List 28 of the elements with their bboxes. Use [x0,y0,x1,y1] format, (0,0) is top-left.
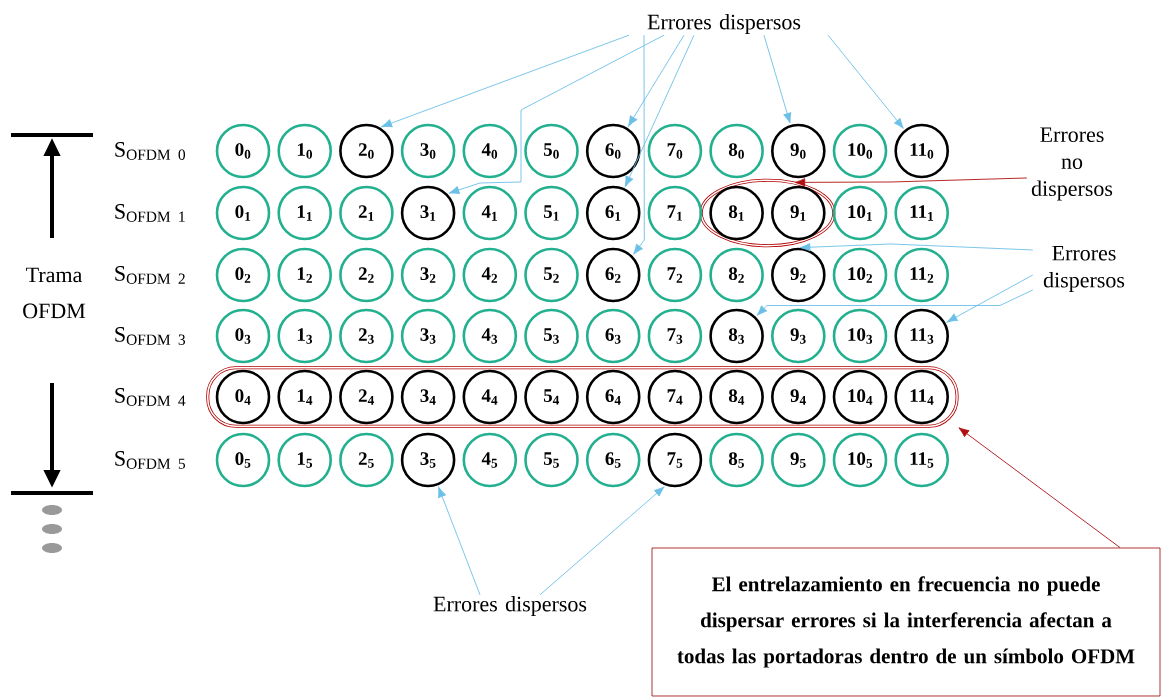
arrow [946,274,1034,323]
annotation-text: Errores no dispersos [1031,127,1113,201]
arrow [381,34,630,128]
highlight-ellipse [699,178,836,248]
arrow [438,486,481,596]
arrow [794,177,1028,187]
annotation-text: Errores dispersos [647,14,801,34]
arrow [827,34,904,129]
row-label: S$_{OFDM 1}$ [115,204,185,222]
highlight-band [206,366,959,428]
row-label: S$_{OFDM 3}$ [115,327,186,345]
arrow [448,34,665,195]
frame-label: Trama OFDM [23,267,86,319]
arrow [799,243,1034,252]
arrow [624,34,695,187]
annotation-text: Errores dispersos [1043,245,1125,293]
note-box: El entrelazamiento en frecuencia no puede dispersar errores si la interferencia afectan a todas las portadoras dentro de un símbolo OFDM [651,547,1161,697]
arrow [633,34,645,255]
annotation-text: Errores dispersos [433,596,587,616]
row-label: S$_{OFDM 2}$ [115,266,185,284]
row-label: S$_{OFDM 0}$ [115,142,186,160]
arrow [539,486,665,596]
arrow [756,289,1034,316]
row-label: S$_{OFDM 4}$ [115,388,186,406]
arrow [958,427,1121,549]
row-label: S$_{OFDM 5}$ [115,451,186,469]
arrow [763,34,792,124]
arrow [627,34,685,127]
